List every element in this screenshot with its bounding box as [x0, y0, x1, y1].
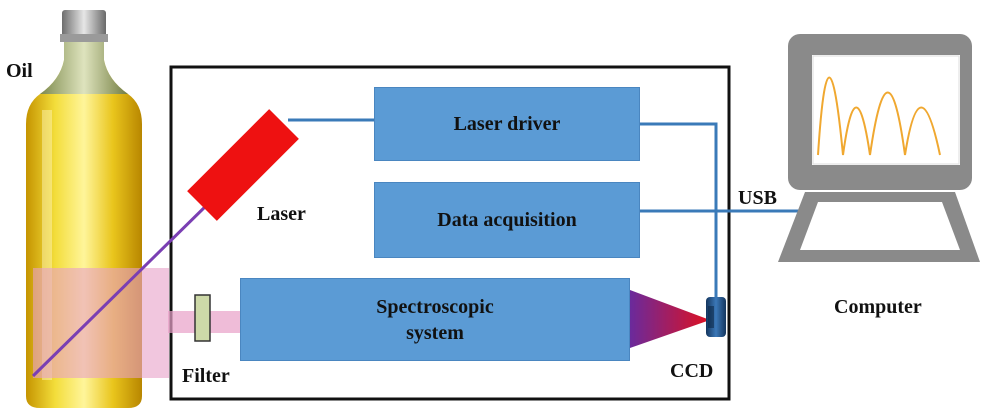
computer-icon: [778, 34, 980, 262]
ccd-wire: [640, 122, 718, 298]
filter-label: Filter: [182, 365, 230, 387]
spectrum-curve: [817, 76, 941, 156]
oil-label: Oil: [6, 60, 33, 82]
laser-beam: [31, 198, 214, 378]
laser-label: Laser: [257, 203, 306, 225]
laser-driver-label: Laser driver: [453, 112, 561, 135]
filter-icon: [194, 294, 211, 342]
laser-icon: [187, 109, 299, 221]
ccd-icon: [706, 297, 726, 337]
spectroscopic-system-box: Spectroscopic system: [240, 278, 630, 361]
usb-label: USB: [738, 187, 777, 209]
laser-driver-box: Laser driver: [374, 87, 640, 161]
data-acquisition-box: Data acquisition: [374, 182, 640, 258]
data-acquisition-label: Data acquisition: [437, 208, 577, 231]
spectroscopic-label-line1: Spectroscopic: [376, 295, 494, 318]
ccd-label: CCD: [670, 360, 714, 382]
instrument-enclosure: [169, 65, 731, 401]
computer-label: Computer: [834, 296, 922, 318]
spectroscopic-label-line2: system: [406, 321, 464, 344]
scattered-light-region: [33, 268, 169, 378]
dispersed-light-cone: [630, 290, 710, 348]
